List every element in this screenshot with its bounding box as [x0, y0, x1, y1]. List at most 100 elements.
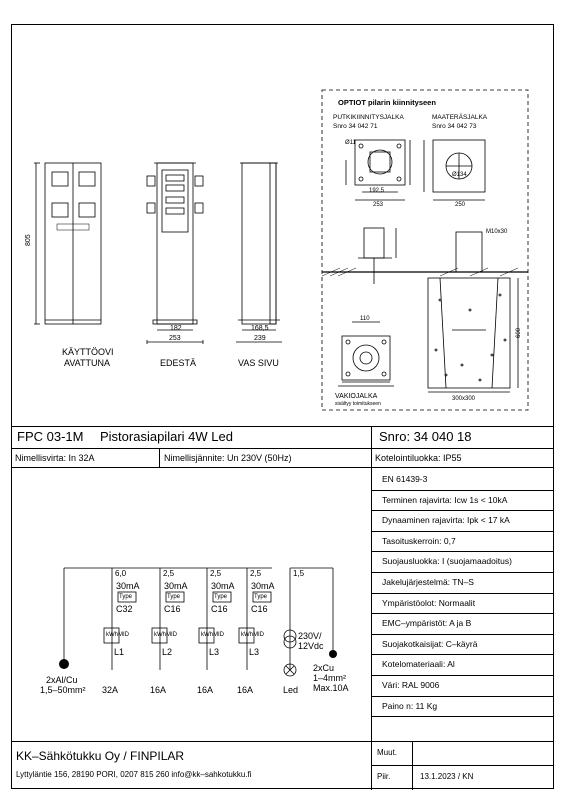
- wire-size: 2,5: [250, 569, 262, 578]
- spec-row: Suojakotkaisijat: C–käyrä: [382, 638, 478, 649]
- ip-class: Kotelointiluokka: IP55: [375, 453, 462, 463]
- drawn-label: Piir.: [377, 772, 391, 781]
- rated-current: Nimellisvirta: In 32A: [15, 453, 95, 463]
- divider: [12, 741, 553, 742]
- energy-meter: kWh: [201, 632, 213, 638]
- input-terminal: [59, 659, 69, 669]
- phase-label: L3: [209, 647, 220, 657]
- transformer-label-1: 230V/: [298, 631, 322, 641]
- breaker-rating: C16: [211, 604, 228, 614]
- output-terminal: [329, 650, 337, 658]
- standard-foot-label: VAKIOJALKA: [335, 393, 378, 400]
- meter-mid: MID: [166, 632, 177, 638]
- height-dimension: 805: [25, 234, 32, 246]
- spec-row: Väri: RAL 9006: [382, 680, 440, 690]
- spec-row: EMC–ympäristöt: A ja B: [382, 618, 472, 629]
- meter-mid: MID: [213, 632, 224, 638]
- company-name: KK–Sähkötukku Oy / FINPILAR: [16, 749, 185, 763]
- spec-row: Kotelomateriaali: Al: [382, 659, 455, 670]
- options-frame: [321, 89, 529, 411]
- phase-label: L2: [162, 647, 173, 657]
- rcd-type: Type: [119, 594, 133, 600]
- divider: [12, 467, 553, 468]
- wire-size: 6,0: [115, 569, 127, 578]
- output-cable-3: Max.10A: [313, 683, 349, 693]
- led-label: Led: [283, 685, 299, 695]
- rcd-type: Type: [167, 594, 181, 600]
- wire-size: 2,5: [210, 569, 222, 578]
- standard-foot-note: sisältyy toimitukseen: [335, 401, 381, 407]
- socket-rating: 16A: [237, 685, 254, 695]
- rcd-rating: 30mA: [116, 581, 140, 591]
- phase-label: L1: [114, 647, 125, 657]
- pipe-foot-snro: Snro 34 042 71: [333, 123, 378, 130]
- dim-11: Ø11: [345, 140, 356, 146]
- spec-divider: [371, 675, 553, 676]
- spec-divider: [371, 510, 553, 512]
- pipe-foot-section: [358, 227, 397, 284]
- spec-divider: [371, 695, 553, 697]
- spec-divider: [371, 633, 553, 635]
- socket-rating: 32A: [102, 685, 119, 695]
- socket-rating: 16A: [150, 685, 167, 695]
- energy-meter: kWh: [241, 632, 253, 638]
- ground-foot-snro: Snro 34 042 73: [432, 123, 477, 130]
- input-cable-2: 1,5–50mm²: [40, 685, 86, 695]
- spec-divider: [371, 613, 553, 615]
- spec-divider: [371, 592, 553, 594]
- pipe-foot-plan: [345, 139, 411, 201]
- dim-110: 110: [360, 316, 370, 322]
- rcd-type: Type: [214, 594, 228, 600]
- meter-mid: MID: [118, 632, 129, 638]
- drawn-date: 13.1.2023 / KN: [420, 772, 474, 781]
- dim-134: Ø134: [452, 172, 467, 178]
- phase-label: L3: [249, 647, 260, 657]
- output-cable-1: 2xCu: [313, 663, 335, 673]
- output-cable-2: 1–4mm²: [313, 673, 347, 683]
- pillar-side-view: [236, 162, 282, 343]
- meter-mid: MID: [253, 632, 264, 638]
- input-cable-1: 2xAl/Cu: [46, 675, 78, 685]
- spec-divider: [371, 572, 553, 573]
- open-view-label-2: AVATTUNA: [64, 358, 111, 368]
- rated-voltage: Nimellisjännite: Un 230V (50Hz): [164, 453, 292, 463]
- front-width-total: 253: [169, 335, 181, 342]
- divider: [12, 448, 553, 449]
- rcd-type: Type: [254, 594, 268, 600]
- drawing-sheet: [11, 24, 554, 790]
- front-view-label: EDESTÄ: [160, 358, 197, 368]
- spec-divider: [371, 530, 553, 532]
- spec-row: Paino n: 11 Kg: [382, 700, 438, 711]
- spec-divider: [371, 551, 553, 553]
- ground-section: [321, 231, 528, 393]
- dim-600: 600: [516, 327, 522, 338]
- divider: [159, 448, 160, 467]
- open-view-label-1: KÄYTTÖOVI: [62, 347, 114, 357]
- socket-rating: 16A: [197, 685, 214, 695]
- spec-row: Terminen rajavirta: Icw 1s < 10kA: [382, 494, 508, 505]
- dim-250: 250: [455, 202, 466, 208]
- divider: [371, 426, 372, 741]
- spec-row: Ympäristöolot: Normaalit: [382, 597, 476, 608]
- divider: [371, 765, 553, 766]
- rcd-rating: 30mA: [251, 581, 275, 591]
- ground-foot-plan: [423, 139, 486, 201]
- side-width-total: 239: [254, 335, 266, 342]
- side-view-label: VAS SIVU: [238, 358, 279, 368]
- wire-size: 2,5: [163, 569, 175, 578]
- options-title: OPTIOT pilarin kiinnityseen: [338, 98, 436, 107]
- spec-divider: [371, 489, 553, 491]
- model-number: FPC 03-1M: [17, 429, 84, 444]
- energy-meter: kWh: [106, 632, 118, 638]
- dim-253: 253: [373, 202, 384, 208]
- led-wire-size: 1,5: [293, 569, 305, 578]
- energy-meter: kWh: [154, 632, 166, 638]
- dim-m10: M10x30: [486, 229, 508, 235]
- product-snro: Snro: 34 040 18: [379, 429, 472, 444]
- ground-foot-label: MAATERÄSJALKA: [432, 114, 488, 121]
- dim-192: 192,5: [369, 188, 385, 194]
- dim-300: 300x300: [452, 396, 476, 402]
- rcd-rating: 30mA: [164, 581, 188, 591]
- spec-row: Dynaaminen rajavirta: Ipk < 17 kA: [382, 515, 510, 526]
